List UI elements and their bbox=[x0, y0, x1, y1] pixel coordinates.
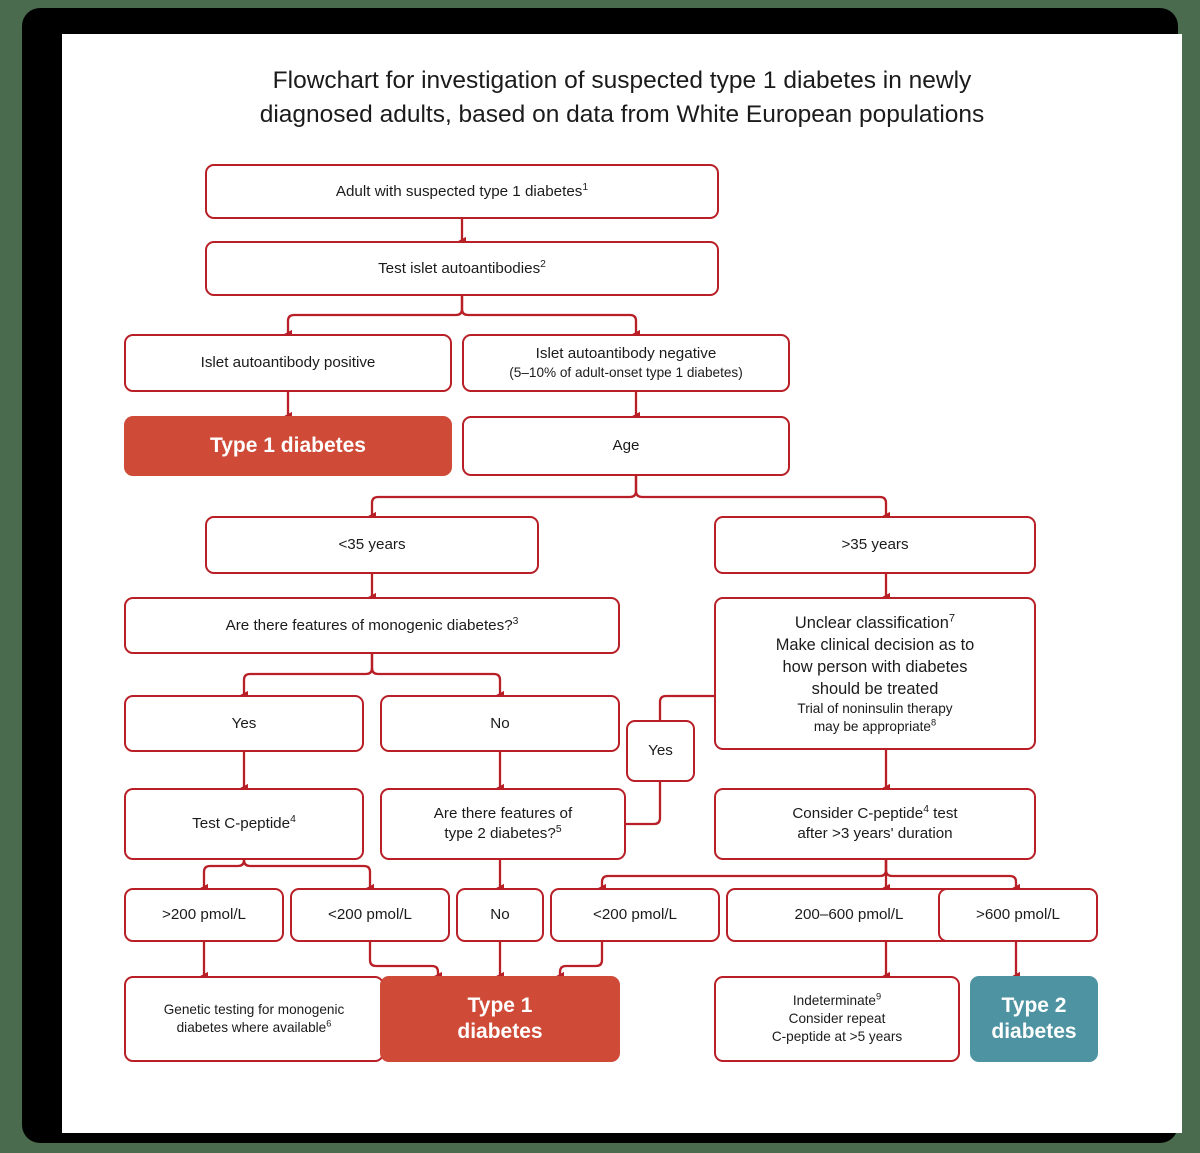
node-type-1-diabetes-top[interactable]: Type 1 diabetes bbox=[124, 416, 452, 476]
node-label: Yes bbox=[231, 714, 257, 732]
node-line-1: Type 1 bbox=[467, 994, 533, 1017]
node-label: Unclear classification7 Make clinical de… bbox=[724, 612, 1026, 736]
node-label: Type 1 diabetes bbox=[390, 993, 610, 1045]
node-indeterminate[interactable]: Indeterminate9 Consider repeat C-peptide… bbox=[714, 976, 960, 1062]
title-line-1: Flowchart for investigation of suspected… bbox=[272, 67, 972, 94]
node-line-2: type 2 diabetes?5 bbox=[444, 823, 562, 842]
node-line-3: how person with diabetes bbox=[782, 657, 968, 676]
node-label: Test C-peptide4 bbox=[192, 813, 296, 832]
node-over-35-years[interactable]: >35 years bbox=[714, 516, 1036, 574]
node-consider-c-peptide-test[interactable]: Consider C-peptide4 test after >3 years'… bbox=[714, 788, 1036, 860]
node-gt-600-pmol[interactable]: >600 pmol/L bbox=[938, 888, 1098, 942]
node-line-2: diabetes where available6 bbox=[176, 1018, 332, 1035]
node-label: Yes bbox=[648, 742, 673, 759]
node-label: <200 pmol/L bbox=[592, 906, 677, 923]
flowchart: Adult with suspected type 1 diabetes1 Te… bbox=[62, 34, 1182, 1133]
node-line-4: should be treated bbox=[811, 679, 939, 698]
node-line-1: Genetic testing for monogenic bbox=[163, 1002, 345, 1017]
node-label: Islet autoantibody negative (5–10% of ad… bbox=[472, 344, 780, 382]
node-200-600-pmol[interactable]: 200–600 pmol/L bbox=[726, 888, 972, 942]
node-label: Age bbox=[612, 437, 640, 454]
node-line-1: Islet autoantibody negative bbox=[535, 345, 717, 363]
node-label: >600 pmol/L bbox=[975, 906, 1060, 923]
outer-frame: Flowchart for investigation of suspected… bbox=[22, 8, 1182, 1143]
page-title: Flowchart for investigation of suspected… bbox=[162, 64, 1082, 132]
node-type-2-diabetes-bottom[interactable]: Type 2 diabetes bbox=[970, 976, 1098, 1062]
node-line-6: may be appropriate8 bbox=[813, 716, 937, 734]
node-line-2: diabetes bbox=[991, 1020, 1077, 1043]
node-line-2: Consider repeat bbox=[788, 1011, 886, 1026]
node-yes-monogenic[interactable]: Yes bbox=[124, 695, 364, 752]
node-line-1: Are there features of bbox=[433, 805, 573, 822]
node-line-1: Unclear classification7 bbox=[794, 612, 956, 632]
node-lt-200-pmol-monogenic-branch[interactable]: <200 pmol/L bbox=[290, 888, 450, 942]
node-label: <200 pmol/L bbox=[327, 906, 412, 923]
node-label: 200–600 pmol/L bbox=[794, 906, 904, 923]
node-label: Genetic testing for monogenic diabetes w… bbox=[134, 1001, 374, 1037]
node-type-1-diabetes-bottom[interactable]: Type 1 diabetes bbox=[380, 976, 620, 1062]
node-islet-autoantibody-positive[interactable]: Islet autoantibody positive bbox=[124, 334, 452, 392]
node-test-islet-autoantibodies[interactable]: Test islet autoantibodies2 bbox=[205, 241, 719, 296]
node-line-1: Consider C-peptide4 test bbox=[792, 803, 958, 822]
node-label: Consider C-peptide4 test after >3 years'… bbox=[724, 804, 1026, 844]
node-line-2: (5–10% of adult-onset type 1 diabetes) bbox=[509, 364, 743, 380]
node-line-5: Trial of noninsulin therapy bbox=[797, 700, 953, 716]
node-label: No bbox=[490, 906, 510, 923]
node-line-2: diabetes bbox=[457, 1020, 543, 1043]
node-test-c-peptide[interactable]: Test C-peptide4 bbox=[124, 788, 364, 860]
node-no-monogenic[interactable]: No bbox=[380, 695, 620, 752]
node-no-type2[interactable]: No bbox=[456, 888, 544, 942]
node-label: Islet autoantibody positive bbox=[200, 354, 376, 371]
node-label: Indeterminate9 Consider repeat C-peptide… bbox=[724, 992, 950, 1046]
node-line-1: Indeterminate9 bbox=[792, 991, 882, 1008]
node-label: >35 years bbox=[841, 536, 909, 553]
node-islet-autoantibody-negative[interactable]: Islet autoantibody negative (5–10% of ad… bbox=[462, 334, 790, 392]
node-line-2: Make clinical decision as to bbox=[775, 635, 975, 654]
node-label: Type 2 diabetes bbox=[980, 993, 1088, 1045]
node-features-of-monogenic-diabetes-question[interactable]: Are there features of monogenic diabetes… bbox=[124, 597, 620, 654]
node-under-35-years[interactable]: <35 years bbox=[205, 516, 539, 574]
node-yes-type2[interactable]: Yes bbox=[626, 720, 695, 782]
node-label: >200 pmol/L bbox=[161, 906, 246, 923]
flowchart-card: Flowchart for investigation of suspected… bbox=[62, 34, 1182, 1133]
node-line-1: Type 2 bbox=[1001, 994, 1067, 1017]
node-line-2: after >3 years' duration bbox=[797, 825, 953, 842]
node-label: Are there features of monogenic diabetes… bbox=[225, 615, 519, 634]
node-features-of-type2-diabetes-question[interactable]: Are there features of type 2 diabetes?5 bbox=[380, 788, 626, 860]
node-genetic-testing-monogenic[interactable]: Genetic testing for monogenic diabetes w… bbox=[124, 976, 384, 1062]
node-unclear-classification[interactable]: Unclear classification7 Make clinical de… bbox=[714, 597, 1036, 750]
node-age[interactable]: Age bbox=[462, 416, 790, 476]
node-label: Test islet autoantibodies2 bbox=[378, 258, 546, 277]
node-label: <35 years bbox=[338, 536, 406, 553]
node-lt-200-pmol-unclear-branch[interactable]: <200 pmol/L bbox=[550, 888, 720, 942]
node-gt-200-pmol[interactable]: >200 pmol/L bbox=[124, 888, 284, 942]
node-label: Type 1 diabetes bbox=[209, 434, 366, 457]
node-adult-with-suspected-type1[interactable]: Adult with suspected type 1 diabetes1 bbox=[205, 164, 719, 219]
node-label: Are there features of type 2 diabetes?5 bbox=[390, 804, 616, 844]
node-label: No bbox=[490, 714, 510, 732]
title-line-2: diagnosed adults, based on data from Whi… bbox=[259, 101, 985, 128]
node-line-3: C-peptide at >5 years bbox=[771, 1029, 903, 1044]
node-label: Adult with suspected type 1 diabetes1 bbox=[335, 181, 589, 200]
